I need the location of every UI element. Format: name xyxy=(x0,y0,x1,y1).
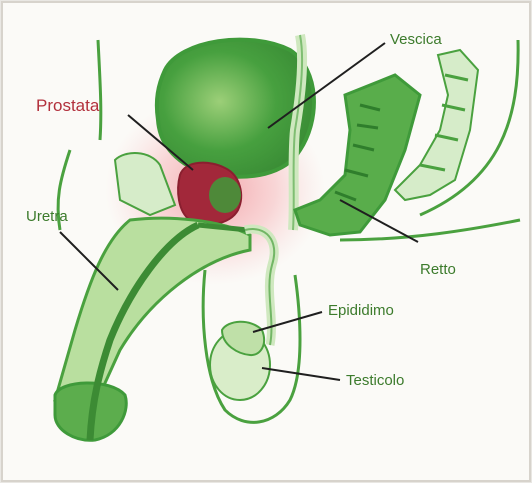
label-retto: Retto xyxy=(420,262,456,278)
label-uretra: Uretra xyxy=(26,209,68,225)
seminal-vesicle xyxy=(209,177,241,213)
label-epididimo: Epididimo xyxy=(328,303,394,319)
label-prostata: Prostata xyxy=(36,97,99,115)
label-vescica: Vescica xyxy=(390,32,442,48)
label-testicolo: Testicolo xyxy=(346,373,404,389)
